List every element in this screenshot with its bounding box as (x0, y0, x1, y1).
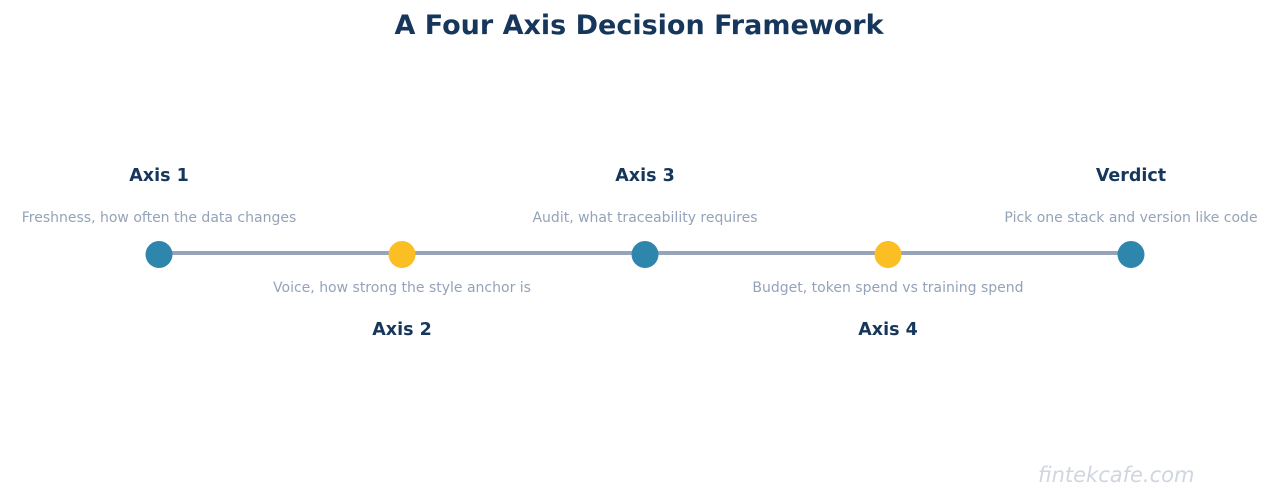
step-label: Axis 2 (372, 320, 432, 340)
diagram-title: A Four Axis Decision Framework (394, 10, 884, 41)
step-label: Axis 1 (129, 166, 189, 186)
step-description: Voice, how strong the style anchor is (273, 280, 531, 296)
step-label: Axis 4 (858, 320, 918, 340)
step-description: Freshness, how often the data changes (21, 210, 297, 226)
step-marker (145, 241, 173, 268)
step-marker (388, 241, 416, 268)
step-label: Axis 3 (615, 166, 675, 186)
step-description: Pick one stack and version like code (1004, 210, 1258, 226)
step-description: Budget, token spend vs training spend (752, 280, 1024, 296)
step-marker (631, 241, 659, 268)
step-marker (874, 241, 902, 268)
step-label: Verdict (1095, 166, 1167, 186)
watermark: fintekcafe.com (1038, 463, 1195, 487)
step-description: Audit, what traceability requires (532, 210, 758, 226)
step-marker (1117, 241, 1145, 268)
